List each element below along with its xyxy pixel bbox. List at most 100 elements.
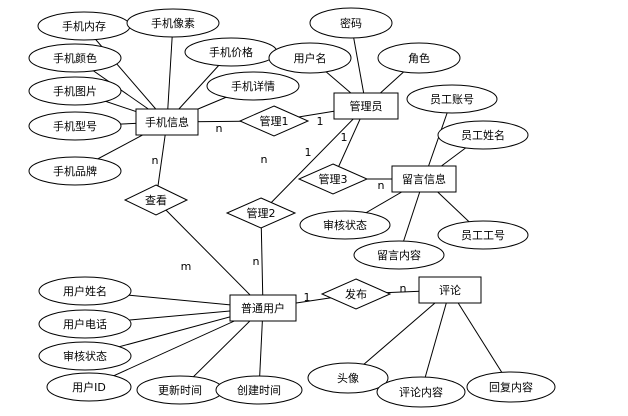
- attribute-label: 手机内存: [62, 19, 106, 33]
- entity-normal_user: 普通用户: [229, 294, 297, 322]
- attribute-label: 手机颜色: [53, 51, 97, 65]
- entity-label: 管理员: [350, 99, 383, 113]
- attribute-label: 手机价格: [209, 45, 253, 59]
- edge-manage2-normal_user: [260, 212, 264, 309]
- card-user-manage2: n: [253, 255, 260, 268]
- attribute-ellipse: [406, 84, 498, 114]
- entity-box: [391, 165, 457, 193]
- attribute-user_phone: 用户电话: [38, 309, 132, 339]
- card-extra: n: [261, 153, 268, 166]
- attribute-user_id: 用户ID: [46, 372, 132, 402]
- attribute-ellipse: [437, 120, 529, 150]
- card-admin-manage3: 1: [341, 131, 348, 144]
- attribute-ellipse: [38, 276, 132, 306]
- attribute-label: 评论内容: [399, 385, 443, 399]
- attribute-ellipse: [268, 42, 352, 74]
- attribute-ellipse: [309, 7, 393, 39]
- relationship-manage1: 管理1: [238, 105, 310, 137]
- attribute-password: 密码: [309, 7, 393, 39]
- attribute-phone_detail: 手机详情: [206, 71, 300, 101]
- edge-phone_info-phone_memory: [83, 25, 168, 123]
- card-user-view: m: [181, 260, 192, 273]
- attribute-ellipse: [376, 376, 466, 408]
- attribute-label: 创建时间: [237, 383, 281, 397]
- card-phone-manage1: n: [216, 122, 223, 135]
- relationship-diamond: [225, 197, 297, 229]
- entity-admin: 管理员: [333, 92, 399, 120]
- attribute-label: 员工姓名: [461, 128, 505, 142]
- attribute-label: 手机品牌: [53, 164, 97, 178]
- attribute-ellipse: [353, 240, 445, 270]
- relationship-diamond: [238, 105, 310, 137]
- attribute-avatar: 头像: [307, 362, 389, 394]
- attribute-label: 员工工号: [461, 229, 505, 242]
- attribute-label: 手机型号: [53, 119, 97, 133]
- relationship-label: 查看: [145, 193, 167, 207]
- relationship-diamond: [320, 278, 392, 310]
- relationship-diamond: [297, 163, 369, 195]
- card-comment-publish: n: [400, 282, 407, 295]
- attribute-user_name: 用户姓名: [38, 276, 132, 306]
- attribute-label: 审核状态: [63, 349, 107, 363]
- relationship-label: 管理2: [247, 206, 276, 220]
- edge-admin-manage2: [260, 105, 367, 214]
- relationship-label: 发布: [345, 287, 367, 301]
- attribute-phone_price: 手机价格: [184, 37, 278, 67]
- attribute-label: 手机图片: [53, 84, 97, 98]
- attribute-label: 更新时间: [158, 383, 202, 397]
- attribute-ellipse: [377, 42, 461, 74]
- attribute-label: 用户电话: [63, 317, 107, 331]
- attribute-msg_review_status: 审核状态: [299, 210, 391, 240]
- edge-phone_info-phone_pixel: [166, 22, 174, 123]
- attribute-ellipse: [215, 375, 303, 405]
- attribute-ellipse: [466, 371, 556, 403]
- attribute-ellipse: [28, 156, 122, 186]
- entity-label: 评论: [439, 283, 461, 297]
- attribute-phone_image: 手机图片: [28, 76, 122, 106]
- attribute-ellipse: [126, 8, 220, 38]
- attribute-label: 审核状态: [323, 218, 367, 232]
- attribute-user_review_status: 审核状态: [38, 341, 132, 371]
- attribute-username: 用户名: [268, 42, 352, 74]
- attribute-ellipse: [28, 43, 122, 73]
- attribute-label: 手机详情: [231, 79, 275, 93]
- attribute-ellipse: [307, 362, 389, 394]
- attribute-label: 用户姓名: [63, 284, 107, 298]
- attribute-label: 员工账号: [430, 93, 474, 106]
- attribute-phone_pixel: 手机像素: [126, 8, 220, 38]
- card-admin-manage1: 1: [317, 115, 324, 128]
- attribute-ellipse: [206, 71, 300, 101]
- attribute-ellipse: [437, 220, 529, 250]
- entity-message_info: 留言信息: [391, 165, 457, 193]
- attribute-staff_no: 员工工号: [437, 220, 529, 250]
- attribute-update_time: 更新时间: [136, 375, 224, 405]
- relationship-manage2: 管理2: [225, 197, 297, 229]
- card-admin-manage2: 1: [305, 146, 312, 159]
- attribute-ellipse: [38, 309, 132, 339]
- attribute-label: 回复内容: [489, 380, 533, 394]
- attribute-staff_account: 员工账号: [406, 84, 498, 114]
- card-user-publish: 1: [304, 291, 311, 304]
- edge-comment-comment_content: [420, 289, 451, 393]
- entity-box: [333, 92, 399, 120]
- relationship-label: 管理1: [260, 114, 289, 128]
- entity-box: [418, 276, 482, 304]
- attribute-label: 手机像素: [151, 16, 195, 30]
- relationship-manage3: 管理3: [297, 163, 369, 195]
- attribute-role: 角色: [377, 42, 461, 74]
- attribute-ellipse: [46, 372, 132, 402]
- card-message-manage3: n: [378, 179, 385, 192]
- attribute-msg_content: 留言内容: [353, 240, 445, 270]
- attribute-ellipse: [28, 111, 122, 141]
- entity-box: [135, 108, 199, 136]
- edge-view-normal_user: [155, 199, 264, 309]
- card-phone-view: n: [152, 154, 159, 167]
- entity-label: 普通用户: [241, 301, 285, 315]
- relationship-label: 管理3: [319, 172, 348, 186]
- attribute-reply_content: 回复内容: [466, 371, 556, 403]
- attribute-phone_memory: 手机内存: [37, 11, 131, 41]
- attribute-label: 用户名: [294, 51, 327, 65]
- edge-comment-avatar: [347, 289, 451, 379]
- entity-phone_info: 手机信息: [135, 108, 199, 136]
